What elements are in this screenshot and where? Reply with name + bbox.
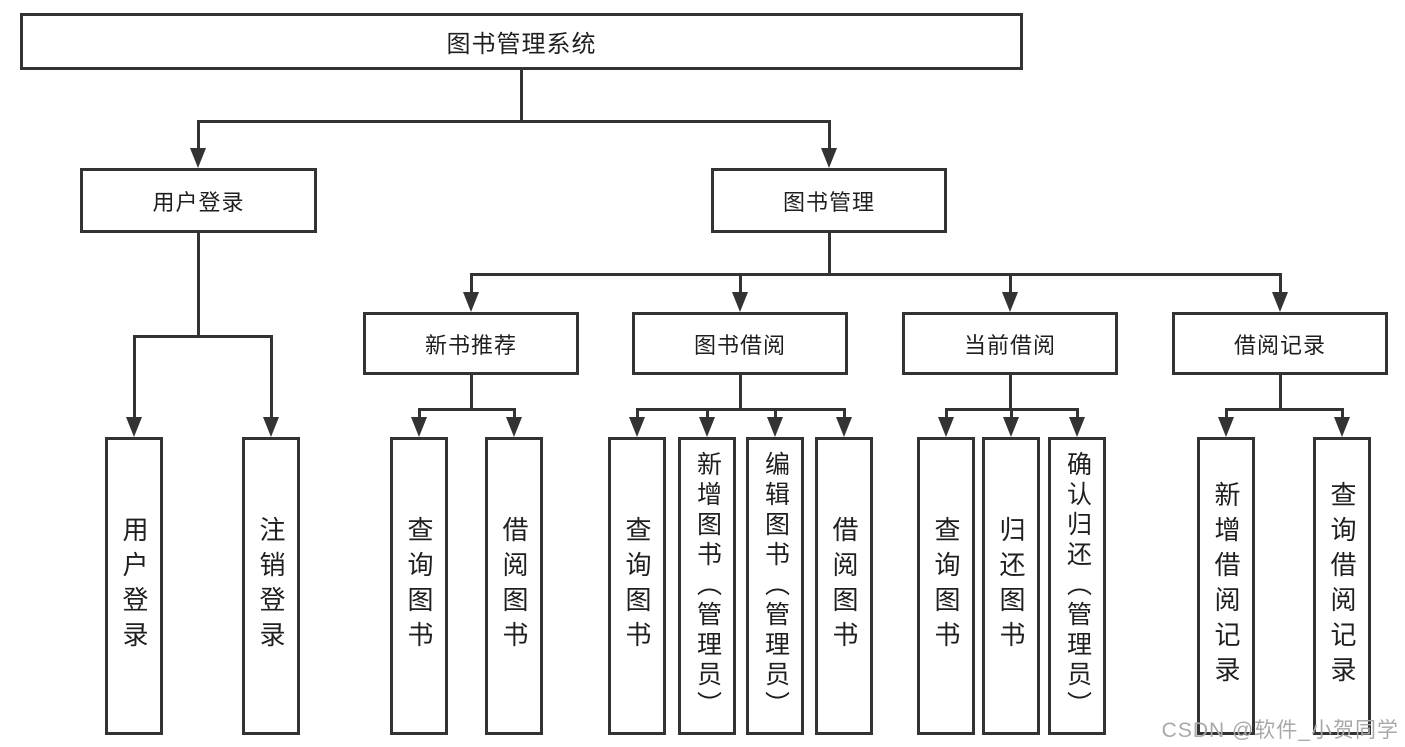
node-new-book-recommend: 新书推荐 — [363, 312, 579, 375]
node-user-login: 用户登录 — [80, 168, 317, 233]
arrowhead-leaf — [699, 417, 715, 437]
node-leaf-query-books-2: 查询图书 — [608, 437, 666, 735]
edge-stem-leaf — [636, 408, 639, 423]
edge-stem-leaf-logout — [270, 335, 273, 423]
node-current-borrow: 当前借阅 — [902, 312, 1118, 375]
edge-book-borrow-trunk — [739, 375, 742, 409]
node-label: 图书管理系统 — [446, 31, 597, 58]
arrowhead-new-book — [463, 292, 479, 312]
node-book-borrow: 图书借阅 — [632, 312, 848, 375]
arrowhead-leaf — [1003, 417, 1019, 437]
edge-stem-borrow-records — [1279, 273, 1282, 298]
edge-borrow-records-trunk — [1279, 375, 1282, 409]
node-leaf-query-books-1: 查询图书 — [390, 437, 448, 735]
edge-user-login-trunk — [197, 232, 200, 336]
node-library-system: 图书管理系统 — [20, 13, 1023, 70]
node-book-management: 图书管理 — [711, 168, 947, 233]
arrowhead-leaf — [1334, 417, 1350, 437]
edge-book-management-trunk — [828, 232, 831, 275]
node-label: 借阅记录 — [1233, 332, 1326, 358]
arrowhead-leaf — [938, 417, 954, 437]
edge-stem-book-borrow — [739, 273, 742, 298]
edge-current-borrow-trunk — [1009, 375, 1012, 409]
edge-stem-leaf — [1076, 408, 1079, 423]
arrowhead-leaf — [1218, 417, 1234, 437]
edge-stem-current-borrow — [1009, 273, 1012, 298]
edge-stem-leaf — [774, 408, 777, 423]
edge-stem-leaf — [945, 408, 948, 423]
node-label: 查询图书 — [622, 516, 652, 656]
node-label: 查询图书 — [404, 516, 434, 656]
edge-stem-user-login — [197, 120, 200, 152]
edge-stem-leaf — [418, 408, 421, 423]
arrowhead-leaf — [629, 417, 645, 437]
node-label: 新增借阅记录 — [1211, 481, 1241, 691]
node-label: 注销登录 — [256, 516, 286, 656]
node-label: 借阅图书 — [829, 516, 859, 656]
node-borrow-records: 借阅记录 — [1172, 312, 1388, 375]
edge-stem-leaf — [513, 408, 516, 423]
node-label: 查询借阅记录 — [1327, 481, 1357, 691]
arrowhead-leaf — [411, 417, 427, 437]
edge-stem-leaf-login — [133, 335, 136, 423]
edge-borrow-records-branch — [1226, 408, 1344, 411]
node-label: 借阅图书 — [499, 516, 529, 656]
edge-user-login-branch — [134, 335, 273, 338]
edge-stem-book-management — [828, 120, 831, 152]
edge-new-book-trunk — [470, 375, 473, 409]
arrowhead-leaf — [1069, 417, 1085, 437]
arrowhead-leaf-login — [126, 417, 142, 437]
edge-stem-leaf — [706, 408, 709, 423]
arrowhead-book-borrow — [732, 292, 748, 312]
node-leaf-return-book: 归还图书 — [982, 437, 1040, 735]
edge-stem-leaf — [1010, 408, 1013, 423]
node-label: 编辑图书（管理员） — [761, 451, 790, 721]
node-leaf-edit-book-admin: 编辑图书（管理员） — [746, 437, 804, 735]
node-leaf-user-login: 用户登录 — [105, 437, 163, 735]
node-label: 图书借阅 — [693, 332, 786, 358]
edge-stem-leaf — [843, 408, 846, 423]
node-label: 确认归还（管理员） — [1063, 451, 1092, 721]
node-leaf-confirm-return-admin: 确认归还（管理员） — [1048, 437, 1106, 735]
edge-book-management-branch — [471, 273, 1282, 276]
arrowhead-current-borrow — [1002, 292, 1018, 312]
node-label: 查询图书 — [931, 516, 961, 656]
edge-stem-leaf — [1225, 408, 1228, 423]
node-leaf-logout: 注销登录 — [242, 437, 300, 735]
node-leaf-borrow-books-2: 借阅图书 — [815, 437, 873, 735]
arrowhead-user-login — [190, 148, 206, 168]
edge-stem-leaf — [1341, 408, 1344, 423]
edge-root-branch — [197, 120, 831, 123]
arrowhead-leaf — [767, 417, 783, 437]
csdn-watermark: CSDN @软件_小贺同学 — [1161, 719, 1399, 742]
edge-book-borrow-branch — [637, 408, 846, 411]
node-leaf-query-borrow-record: 查询借阅记录 — [1313, 437, 1371, 735]
node-label: 图书管理 — [782, 189, 875, 215]
arrowhead-book-management — [821, 148, 837, 168]
edge-stem-new-book — [470, 273, 473, 298]
node-leaf-add-book-admin: 新增图书（管理员） — [678, 437, 736, 735]
node-leaf-add-borrow-record: 新增借阅记录 — [1197, 437, 1255, 735]
node-label: 当前借阅 — [963, 332, 1056, 358]
arrowhead-leaf — [506, 417, 522, 437]
node-leaf-query-books-3: 查询图书 — [917, 437, 975, 735]
arrowhead-leaf-logout — [263, 417, 279, 437]
node-label: 新书推荐 — [424, 332, 517, 358]
node-leaf-borrow-books-1: 借阅图书 — [485, 437, 543, 735]
node-label: 用户登录 — [152, 189, 245, 215]
node-label: 用户登录 — [119, 516, 149, 656]
arrowhead-leaf — [836, 417, 852, 437]
node-label: 归还图书 — [996, 516, 1026, 656]
node-label: 新增图书（管理员） — [693, 451, 722, 721]
edge-new-book-branch — [419, 408, 516, 411]
edge-root-trunk — [520, 70, 523, 122]
arrowhead-borrow-records — [1272, 292, 1288, 312]
